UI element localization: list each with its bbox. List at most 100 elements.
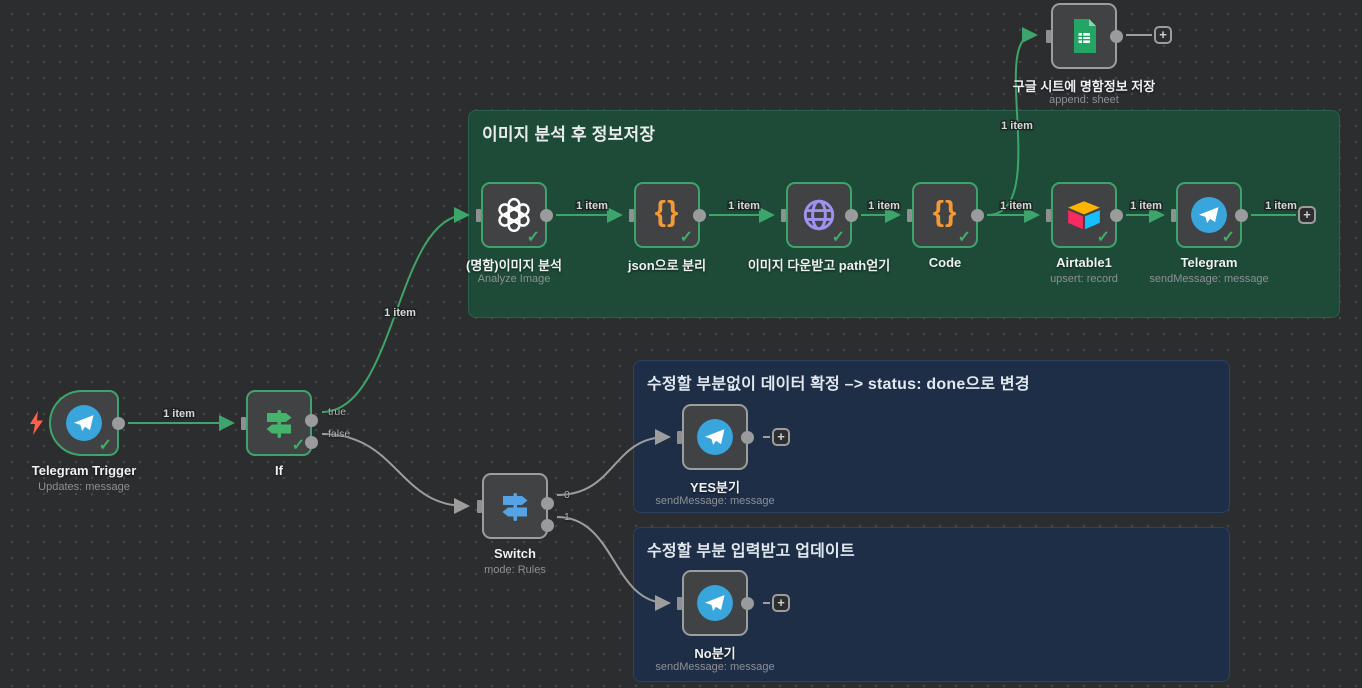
success-check-icon: ✓	[98, 437, 112, 454]
connection-items-label: 1 item	[1265, 200, 1297, 212]
node-analyze-image[interactable]: ✓ (명함)이미지 분석 Analyze Image	[466, 182, 562, 285]
add-node-button[interactable]: +	[772, 428, 790, 446]
success-check-icon: ✓	[679, 229, 693, 246]
node-sublabel: Analyze Image	[477, 273, 551, 285]
port-label-true: true	[328, 406, 347, 418]
connection-items-label: 1 item	[384, 307, 416, 319]
connection-switch1-to-no[interactable]	[556, 516, 671, 611]
node-yes-branch[interactable]: YES분기 sendMessage: message	[655, 404, 775, 507]
input-port[interactable]	[629, 208, 634, 222]
input-port[interactable]	[241, 416, 246, 430]
node-image-download[interactable]: ✓ 이미지 다운받고 path얻기	[748, 182, 890, 273]
telegram-icon	[66, 405, 102, 441]
output-port[interactable]	[971, 208, 984, 222]
success-check-icon: ✓	[526, 229, 540, 246]
add-node-button[interactable]: +	[1154, 26, 1172, 44]
port-label-1: 1	[564, 511, 570, 523]
node-sublabel: append: sheet	[1049, 94, 1119, 106]
input-port[interactable]	[781, 208, 786, 222]
node-label: No분기	[694, 646, 736, 661]
success-check-icon: ✓	[1221, 229, 1235, 246]
input-port[interactable]	[1046, 29, 1051, 43]
connection-items-label: 1 item	[1001, 120, 1033, 132]
input-port[interactable]	[476, 208, 481, 222]
connection-items-label: 1 item	[1000, 200, 1032, 212]
connection-items-label: 1 item	[1130, 200, 1162, 212]
node-label: 이미지 다운받고 path얻기	[747, 258, 891, 273]
node-label: Telegram	[1180, 255, 1238, 270]
telegram-icon	[1191, 197, 1227, 233]
sticky-title: 수정할 부분 입력받고 업데이트	[647, 543, 855, 560]
output-port[interactable]	[540, 208, 553, 222]
input-port[interactable]	[907, 208, 912, 222]
add-node-button[interactable]: +	[1298, 206, 1316, 224]
node-switch[interactable]: Switch mode: Rules	[477, 473, 554, 576]
sticky-title: 이미지 분석 후 정보저장	[482, 125, 656, 144]
node-sublabel: sendMessage: message	[655, 661, 775, 673]
success-check-icon: ✓	[291, 437, 305, 454]
braces-icon: {}	[932, 195, 958, 228]
node-airtable1[interactable]: ✓ Airtable1 upsert: record	[1046, 182, 1123, 285]
connection-items-label: 1 item	[728, 200, 760, 212]
telegram-icon	[697, 419, 733, 455]
node-if[interactable]: ✓ If	[241, 390, 318, 478]
node-telegram-trigger[interactable]: ✓ Telegram Trigger Updates: message	[32, 390, 136, 493]
trigger-bolt-icon	[30, 411, 43, 435]
add-node-button[interactable]: +	[772, 594, 790, 612]
connection-if-false-to-switch[interactable]	[321, 433, 470, 514]
input-port[interactable]	[1171, 208, 1176, 222]
connection-code-to-sheets[interactable]	[986, 27, 1038, 216]
success-check-icon: ✓	[957, 229, 971, 246]
node-label: Telegram Trigger	[31, 463, 137, 478]
openai-icon	[498, 197, 530, 233]
output-port[interactable]	[1110, 29, 1123, 43]
input-port[interactable]	[677, 430, 682, 444]
success-check-icon: ✓	[1096, 229, 1110, 246]
output-port-true[interactable]	[305, 414, 318, 427]
output-port-0[interactable]	[541, 497, 554, 510]
output-port-1[interactable]	[541, 519, 554, 532]
success-check-icon: ✓	[831, 229, 845, 246]
airtable-icon	[1068, 201, 1100, 230]
node-sublabel: Updates: message	[38, 481, 130, 493]
input-port[interactable]	[677, 596, 682, 610]
connection-items-label: 1 item	[576, 200, 608, 212]
output-port[interactable]	[741, 430, 754, 444]
input-port[interactable]	[477, 499, 482, 513]
node-no-branch[interactable]: No분기 sendMessage: message	[655, 570, 775, 673]
output-port[interactable]	[1110, 208, 1123, 222]
telegram-icon	[697, 585, 733, 621]
output-port-false[interactable]	[305, 436, 318, 449]
node-code[interactable]: {} ✓ Code	[907, 182, 984, 270]
braces-icon: {}	[654, 195, 680, 228]
output-port[interactable]	[1235, 208, 1248, 222]
node-label: Code	[928, 255, 962, 270]
node-telegram-send[interactable]: ✓ Telegram sendMessage: message	[1149, 182, 1269, 285]
connection-switch0-to-yes[interactable]	[556, 429, 671, 496]
globe-icon	[803, 199, 835, 231]
node-label: Switch	[494, 546, 536, 561]
output-port[interactable]	[845, 208, 858, 222]
port-label-false: false	[328, 428, 351, 440]
sticky-title: 수정할 부분없이 데이터 확정 –> status: done으로 변경	[647, 376, 1030, 393]
node-sublabel: upsert: record	[1050, 273, 1118, 285]
port-label-0: 0	[564, 489, 570, 501]
node-label: YES분기	[690, 480, 740, 495]
node-json-split[interactable]: {} ✓ json으로 분리	[628, 182, 706, 273]
switch-signpost-icon	[502, 493, 528, 521]
output-port[interactable]	[741, 596, 754, 610]
node-sublabel: sendMessage: message	[1149, 273, 1269, 285]
node-google-sheets[interactable]: 구글 시트에 명함정보 저장 append: sheet	[1013, 3, 1155, 106]
connection-if-true-to-analyze[interactable]	[321, 207, 470, 413]
output-port[interactable]	[693, 208, 706, 222]
node-label: json으로 분리	[627, 258, 707, 273]
input-port[interactable]	[1046, 208, 1051, 222]
google-sheets-icon	[1074, 19, 1096, 53]
node-label: 구글 시트에 명함정보 저장	[1012, 79, 1156, 94]
output-port[interactable]	[112, 416, 125, 430]
node-label: If	[275, 463, 283, 478]
connection-items-label: 1 item	[868, 200, 900, 212]
connection-items-label: 1 item	[163, 408, 195, 420]
